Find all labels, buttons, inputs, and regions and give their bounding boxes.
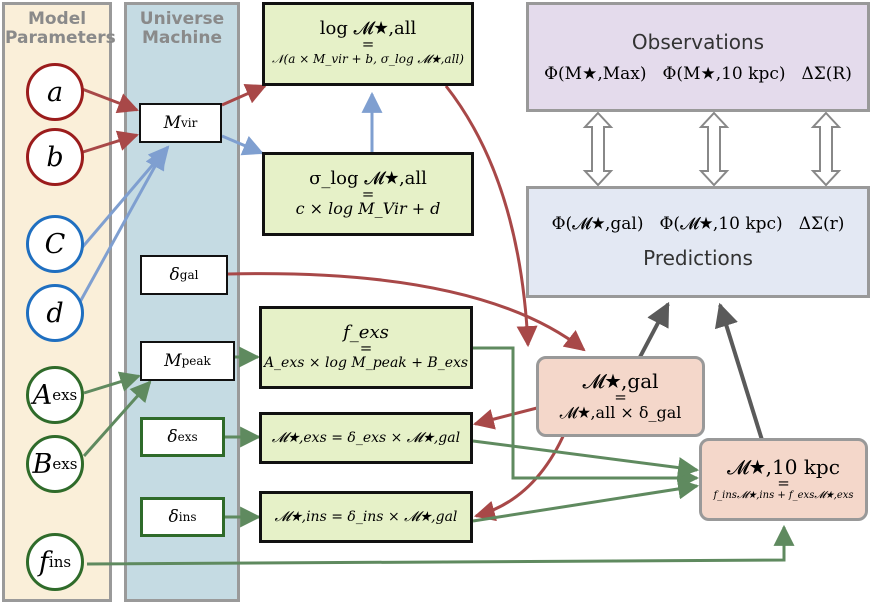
arrow-mstar-ins-to-mstar-10kpc bbox=[472, 478, 700, 523]
param-aexs-symbol: A bbox=[32, 379, 53, 411]
mvir-subscript: vir bbox=[181, 116, 198, 130]
param-fins-subscript: ins bbox=[48, 553, 72, 571]
mvir-symbol: M bbox=[163, 113, 182, 133]
arrow-c-to-mvir bbox=[78, 145, 170, 251]
mstar-10kpc-box: 𝓜★,10 kpc = f_ins𝓜★,ins + f_exs𝓜★,exs bbox=[699, 438, 868, 521]
double-arrow-2 bbox=[698, 111, 730, 187]
log-mstar-all-eq: = bbox=[361, 35, 375, 53]
universe-machine-title-line1: Universe bbox=[139, 9, 225, 29]
sigma-eq: = bbox=[361, 185, 375, 203]
observation-item-1: Φ(M★,Max) bbox=[544, 64, 647, 84]
param-a-symbol: a bbox=[46, 76, 64, 108]
mstar-exs-box: 𝓜★,exs = δ_exs × 𝓜★,gal bbox=[259, 412, 473, 464]
param-bexs-subscript: exs bbox=[52, 455, 78, 473]
param-fins-symbol: f bbox=[38, 546, 49, 578]
mstar-gal-box: 𝓜★,gal = 𝓜★,all × δ_gal bbox=[536, 356, 705, 437]
delta-ins-subscript: ins bbox=[178, 510, 197, 524]
delta-exs-subscript: exs bbox=[177, 430, 198, 444]
arrow-mstar-gal-to-mstar-ins bbox=[473, 431, 567, 522]
arrow-fins-to-mstar-10kpc bbox=[86, 524, 795, 566]
model-parameters-title: Model Parameters bbox=[5, 9, 116, 48]
arrow-a-to-mvir bbox=[81, 87, 139, 114]
fexs-top: f_exs bbox=[343, 321, 389, 343]
delta-exs-symbol: δ bbox=[167, 427, 178, 447]
mstar-ins-text: 𝓜★,ins = δ_ins × 𝓜★,gal bbox=[274, 509, 458, 525]
model-parameters-title-line1: Model bbox=[27, 9, 87, 29]
log-mstar-all-box: log 𝓜★,all = 𝒩(a × M_vir + b, σ_log 𝓜★,a… bbox=[262, 2, 474, 86]
arrow-mstar-10kpc-to-predictions bbox=[714, 302, 764, 441]
arrow-mstar-gal-to-predictions bbox=[638, 301, 670, 358]
arrow-d-to-mvir bbox=[78, 148, 166, 303]
predictions-items: Φ(𝓜★,gal) Φ(𝓜★,10 kpc) ΔΣ(r) bbox=[552, 214, 845, 234]
fexs-bottom: A_exs × log M_peak + B_exs bbox=[263, 354, 469, 371]
mstar-gal-bottom: 𝓜★,all × δ_gal bbox=[559, 402, 682, 422]
arrow-aexs-to-mpeak bbox=[83, 371, 142, 395]
observation-item-3: ΔΣ(R) bbox=[801, 64, 852, 84]
log-mstar-all-top: log 𝓜★,all bbox=[319, 18, 417, 39]
arrow-fexs-to-mstar-10kpc bbox=[473, 346, 700, 489]
arrow-b-to-mvir bbox=[82, 130, 140, 154]
param-c-symbol: C bbox=[44, 228, 66, 260]
param-bexs-symbol: B bbox=[32, 448, 53, 480]
mstar-gal-top: 𝓜★,gal bbox=[582, 368, 659, 393]
sigma-box: σ_log 𝓜★,all = c × log M_Vir + d bbox=[262, 152, 474, 236]
mstar-exs-text: 𝓜★,exs = δ_exs × 𝓜★,gal bbox=[271, 430, 461, 446]
arrow-mstar-exs-to-mstar-10kpc bbox=[472, 439, 700, 478]
mstar-10kpc-bottom: f_ins𝓜★,ins + f_exs𝓜★,exs bbox=[713, 489, 854, 501]
prediction-item-3: ΔΣ(r) bbox=[798, 214, 845, 234]
arrow-log-mstar-to-mstar-gal bbox=[444, 85, 538, 348]
sigma-top: σ_log 𝓜★,all bbox=[309, 168, 427, 189]
fexs-box: f_exs = A_exs × log M_peak + B_exs bbox=[259, 306, 473, 389]
observations-title: Observations bbox=[631, 30, 765, 54]
mstar-10kpc-eq: = bbox=[777, 473, 790, 492]
param-b-symbol: b bbox=[46, 141, 64, 173]
mpeak-subscript: peak bbox=[181, 354, 211, 368]
delta-ins-symbol: δ bbox=[168, 507, 179, 527]
arrow-mstar-gal-to-mstar-exs bbox=[472, 406, 538, 430]
param-c-circle: C bbox=[26, 215, 84, 273]
prediction-item-1: Φ(𝓜★,gal) bbox=[551, 214, 644, 234]
mstar-ins-box: 𝓜★,ins = δ_ins × 𝓜★,gal bbox=[259, 491, 473, 543]
arrow-mvir-to-sigma bbox=[221, 134, 264, 156]
arrow-bexs-to-mpeak bbox=[82, 380, 152, 457]
param-aexs-subscript: exs bbox=[52, 386, 78, 404]
arrow-delta-gal-to-mstar-gal bbox=[227, 272, 586, 352]
arrow-mvir-to-log-mstar bbox=[221, 84, 267, 107]
param-d-circle: d bbox=[26, 284, 84, 342]
fexs-eq: = bbox=[359, 338, 373, 357]
mstar-10kpc-top: 𝓜★,10 kpc bbox=[727, 454, 840, 479]
param-b-circle: b bbox=[26, 128, 84, 186]
predictions-box: Φ(𝓜★,gal) Φ(𝓜★,10 kpc) ΔΣ(r) Predictions bbox=[526, 186, 870, 298]
observations-box: Observations Φ(M★,Max) Φ(M★,10 kpc) ΔΣ(R… bbox=[526, 2, 870, 112]
double-arrow-3 bbox=[810, 111, 842, 187]
param-d-symbol: d bbox=[46, 297, 64, 329]
sigma-bottom: c × log M_Vir + d bbox=[295, 199, 441, 218]
mpeak-symbol: M bbox=[164, 351, 182, 371]
param-a-circle: a bbox=[26, 63, 84, 121]
delta-gal-subscript: gal bbox=[179, 268, 199, 282]
observation-item-2: Φ(M★,10 kpc) bbox=[662, 64, 786, 84]
predictions-title: Predictions bbox=[643, 246, 753, 270]
model-parameters-title-line2: Parameters bbox=[5, 28, 116, 48]
universe-machine-title-line2: Machine bbox=[141, 28, 223, 48]
log-mstar-all-bottom: 𝒩(a × M_vir + b, σ_log 𝓜★,all) bbox=[272, 52, 464, 66]
prediction-item-2: Φ(𝓜★,10 kpc) bbox=[659, 214, 783, 234]
mstar-gal-eq: = bbox=[614, 387, 627, 406]
observations-items: Φ(M★,Max) Φ(M★,10 kpc) ΔΣ(R) bbox=[544, 64, 852, 84]
delta-gal-symbol: δ bbox=[169, 265, 180, 285]
universe-machine-title: Universe Machine bbox=[127, 10, 237, 48]
double-arrow-1 bbox=[582, 111, 614, 187]
